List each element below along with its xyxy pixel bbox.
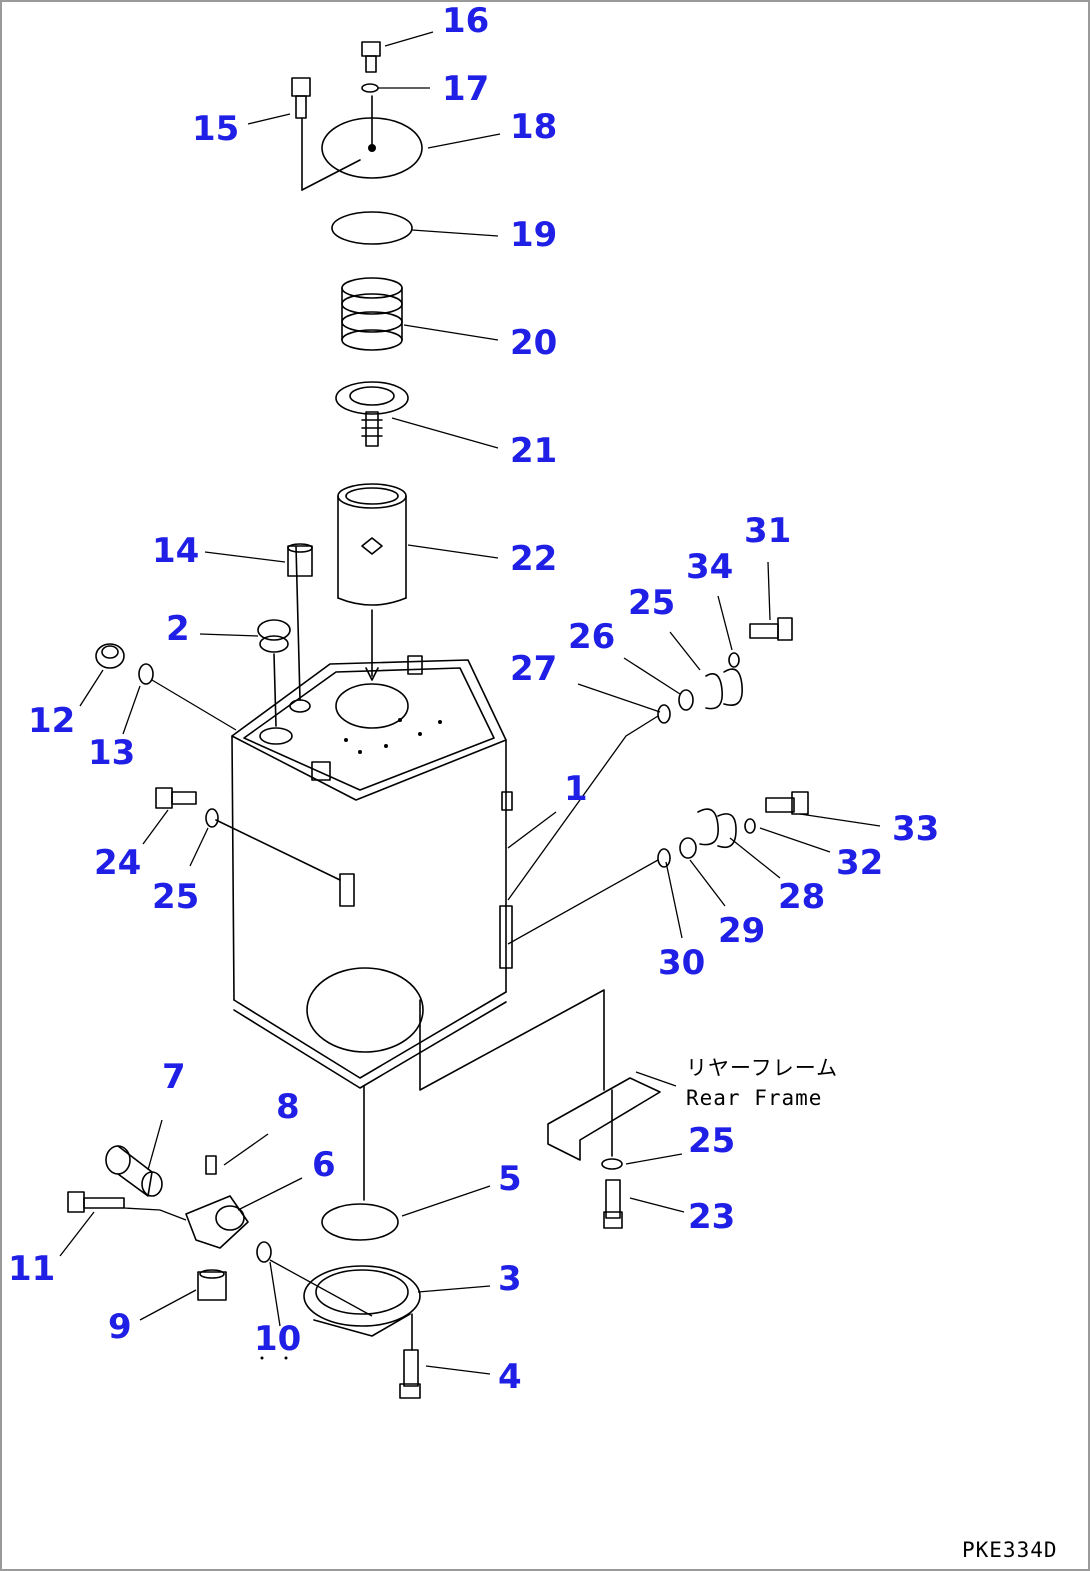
element-22: [337, 483, 407, 681]
plug-9: [197, 1269, 227, 1301]
callout-part-18[interactable]: 18: [510, 107, 558, 147]
callout-part-25-frame[interactable]: 25: [688, 1121, 736, 1161]
drawing-code: PKE334D: [962, 1538, 1058, 1562]
callout-part-19[interactable]: 19: [510, 215, 558, 255]
callout-part-28[interactable]: 27: [510, 649, 558, 689]
callout-part-6[interactable]: 6: [312, 1145, 336, 1185]
bolt-15: [291, 77, 311, 191]
callout-part-31[interactable]: 30: [658, 943, 706, 983]
bolt-4: [399, 1313, 421, 1399]
callout-part-13[interactable]: 13: [88, 733, 136, 773]
o-ring-10: [256, 1241, 272, 1263]
callout-part-32[interactable]: 31: [744, 511, 792, 551]
callout-part-27[interactable]: 26: [568, 617, 616, 657]
cap-bolt-16: [361, 41, 381, 73]
callout-part-26[interactable]: 25: [628, 583, 676, 623]
tank-1: [215, 655, 605, 1091]
spring-20: [341, 277, 403, 351]
callout-part-24[interactable]: 24: [94, 843, 142, 883]
o-ring-13: [138, 663, 154, 685]
packing-5: [321, 1203, 399, 1241]
callout-part-29[interactable]: 28: [778, 877, 826, 917]
callout-part-12[interactable]: 12: [28, 701, 76, 741]
callout-part-14[interactable]: 14: [152, 531, 200, 571]
breather-12: [95, 643, 125, 669]
callout-part-30[interactable]: 29: [718, 911, 766, 951]
packing-19: [331, 211, 413, 245]
bolt-11: [67, 1191, 187, 1221]
callout-part-5[interactable]: 5: [498, 1159, 522, 1199]
callout-part-16[interactable]: 16: [442, 1, 490, 41]
valve-21: [335, 381, 409, 447]
elbow-6: [185, 1195, 249, 1249]
fitting-right-lower: [507, 791, 809, 945]
callout-part-4[interactable]: 4: [498, 1357, 522, 1397]
callout-part-8[interactable]: 8: [276, 1087, 300, 1127]
callout-part-2[interactable]: 2: [166, 609, 190, 649]
callout-part-25-tank[interactable]: 25: [152, 877, 200, 917]
callout-part-9[interactable]: 9: [108, 1307, 132, 1347]
callout-part-11[interactable]: 11: [8, 1249, 56, 1289]
rear-frame-label-en: Rear Frame: [686, 1086, 823, 1110]
callout-part-33[interactable]: 32: [836, 843, 884, 883]
callout-part-35[interactable]: 34: [686, 547, 734, 587]
callout-part-34[interactable]: 33: [892, 809, 940, 849]
pin-8: [205, 1155, 217, 1175]
bolt-24: [155, 787, 197, 809]
callout-part-23[interactable]: 23: [688, 1197, 736, 1237]
callout-part-15[interactable]: 15: [192, 109, 240, 149]
cap-2: [257, 619, 291, 727]
callout-part-7[interactable]: 7: [162, 1057, 186, 1097]
rear-frame-label-jp: リヤーフレーム: [686, 1056, 839, 1080]
cover-3: [303, 1265, 421, 1337]
callout-part-17[interactable]: 17: [442, 69, 490, 109]
callout-part-21[interactable]: 21: [510, 431, 558, 471]
cover-18: [301, 95, 423, 191]
leader-lines: [59, 31, 881, 1375]
fitting-right-upper: [507, 617, 793, 901]
callout-part-10[interactable]: 10: [254, 1319, 302, 1359]
washer-17: [361, 83, 379, 93]
adapter-7: [105, 1145, 163, 1197]
callout-part-3[interactable]: 3: [498, 1259, 522, 1299]
rear-frame-bracket: [547, 1071, 677, 1229]
callout-part-22[interactable]: 22: [510, 539, 558, 579]
callout-part-20[interactable]: 20: [510, 323, 558, 363]
callout-part-1[interactable]: 1: [564, 769, 588, 809]
washer-25a: [205, 808, 219, 828]
plug-14: [287, 543, 313, 577]
